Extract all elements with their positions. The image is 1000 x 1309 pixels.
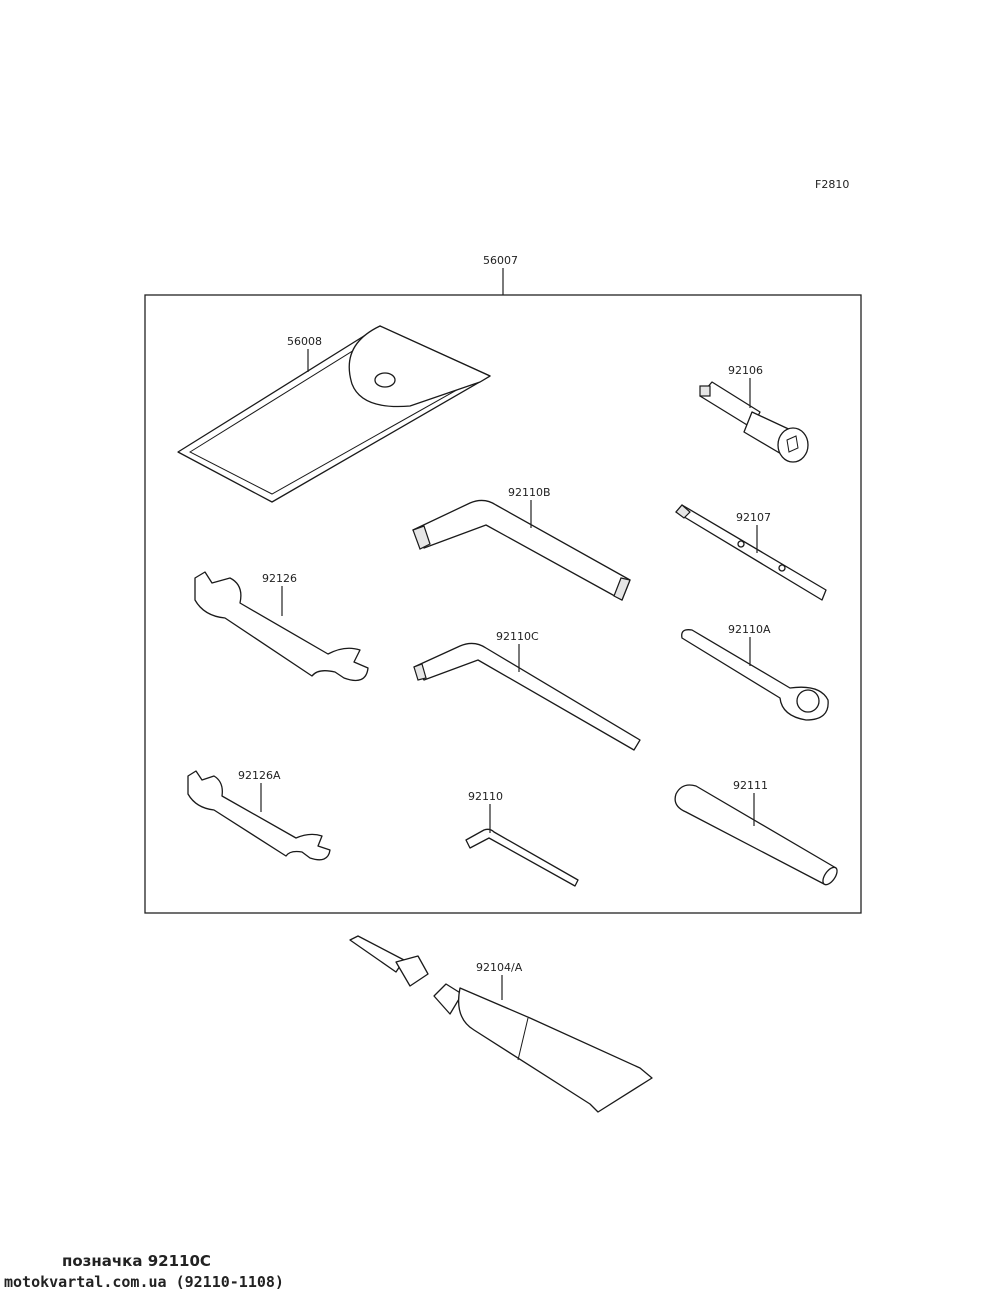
label-92110: 92110	[468, 790, 503, 803]
kit-frame	[144, 294, 862, 914]
grease-tube-nozzle	[349, 935, 429, 987]
caption-source: motokvartal.com.ua (92110-1108)	[4, 1273, 284, 1291]
label-92107: 92107	[736, 511, 771, 524]
label-92104a: 92104/A	[476, 961, 523, 974]
label-56008: 56008	[287, 335, 322, 348]
tool-pouch	[177, 325, 491, 503]
label-92106: 92106	[728, 364, 763, 377]
label-92111: 92111	[733, 779, 768, 792]
open-end-wrench-92126a	[187, 770, 331, 861]
open-end-wrench-92126	[194, 571, 369, 682]
hex-wrench-92110c	[413, 642, 641, 751]
grease-tube	[433, 983, 653, 1113]
label-92110c: 92110C	[496, 630, 539, 643]
label-92110a: 92110A	[728, 623, 771, 636]
label-56007: 56007	[483, 254, 518, 267]
label-92110b: 92110B	[508, 486, 551, 499]
screwdriver-bit	[675, 504, 827, 601]
figure-code: F2810	[815, 178, 849, 191]
caption-part-mark: позначка 92110C	[62, 1252, 211, 1270]
ring-wrench-92110a	[681, 629, 829, 721]
extension-pipe-92111	[674, 784, 838, 886]
hex-driver-handle	[699, 381, 809, 463]
label-92126: 92126	[262, 572, 297, 585]
label-92126a: 92126A	[238, 769, 281, 782]
hex-wrench-92110b	[412, 499, 631, 601]
hex-key-92110	[465, 828, 579, 887]
